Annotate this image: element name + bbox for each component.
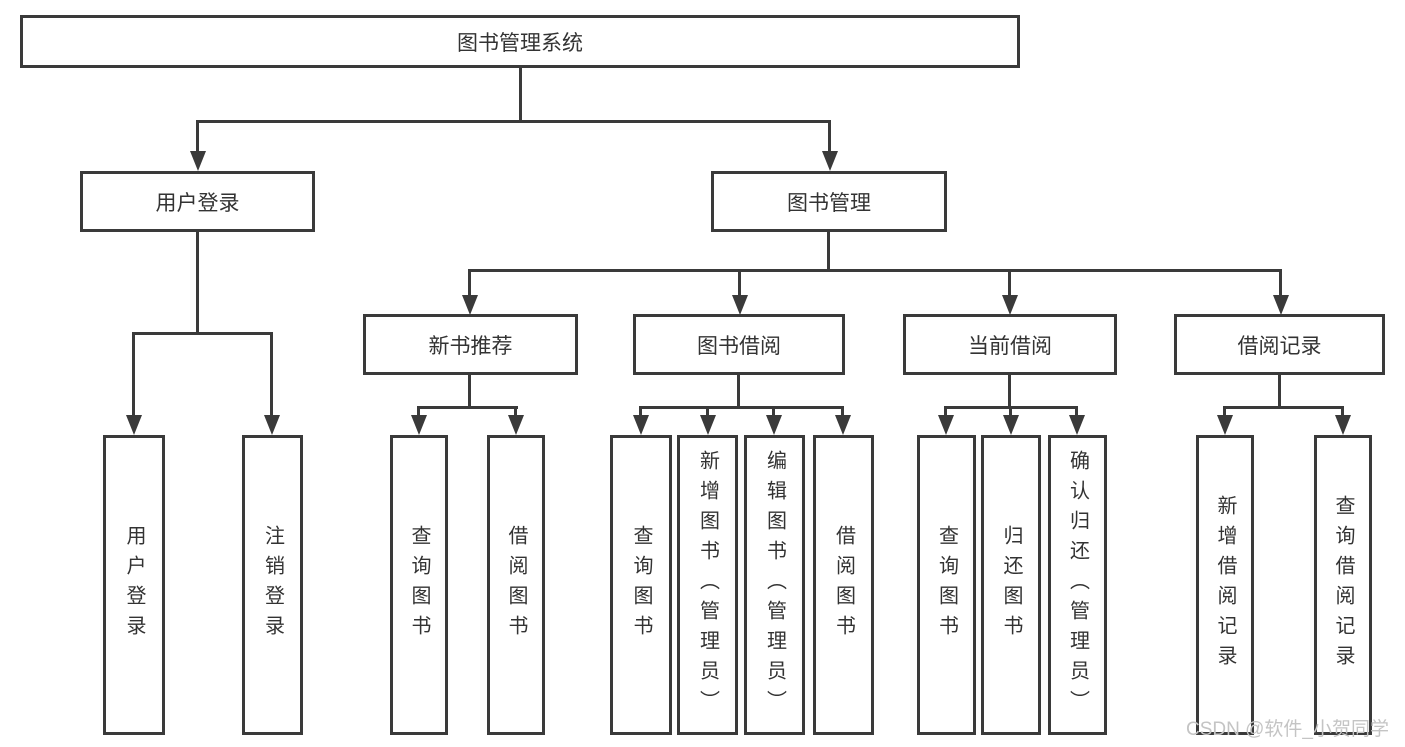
arrow-down-icon bbox=[1335, 415, 1351, 435]
node-current-borrow-label: 当前借阅 bbox=[968, 334, 1052, 358]
connector-line bbox=[639, 406, 642, 418]
node-new-book-recommend: 新书推荐 bbox=[363, 314, 578, 375]
leaf-query-borrow-record: 查询借阅记录 bbox=[1314, 435, 1372, 735]
leaf-query-books-borrow-label: 查询图书 bbox=[630, 525, 652, 645]
arrow-down-icon bbox=[633, 415, 649, 435]
connector-line bbox=[519, 68, 522, 122]
arrow-down-icon bbox=[264, 415, 280, 435]
node-borrow-records-label: 借阅记录 bbox=[1237, 334, 1322, 358]
connector-line bbox=[1075, 406, 1078, 418]
connector-line bbox=[1008, 269, 1011, 298]
leaf-logout: 注销登录 bbox=[242, 435, 303, 735]
connector-line bbox=[132, 332, 135, 417]
leaf-user-login: 用户登录 bbox=[103, 435, 165, 735]
node-new-book-recommend-label: 新书推荐 bbox=[428, 334, 513, 358]
leaf-confirm-return-admin-label: 确认归还（管理员） bbox=[1066, 450, 1089, 720]
leaf-query-books-current-label: 查询图书 bbox=[935, 525, 958, 645]
node-root: 图书管理系统 bbox=[20, 15, 1020, 68]
connector-line bbox=[468, 269, 471, 298]
leaf-return-books-label: 归还图书 bbox=[1000, 525, 1022, 645]
leaf-query-books-current: 查询图书 bbox=[917, 435, 976, 735]
node-root-label: 图书管理系统 bbox=[457, 31, 583, 55]
connector-line bbox=[270, 332, 273, 417]
node-current-borrow: 当前借阅 bbox=[903, 314, 1117, 375]
leaf-edit-book-admin: 编辑图书（管理员） bbox=[744, 435, 805, 735]
connector-line bbox=[827, 232, 830, 272]
leaf-borrow-books-recommend: 借阅图书 bbox=[487, 435, 545, 735]
connector-line bbox=[468, 269, 1282, 272]
leaf-add-borrow-record-label: 新增借阅记录 bbox=[1214, 495, 1236, 675]
connector-line bbox=[1341, 406, 1344, 418]
arrow-down-icon bbox=[822, 151, 838, 171]
connector-line bbox=[772, 406, 775, 418]
node-book-borrow: 图书借阅 bbox=[633, 314, 845, 375]
arrow-down-icon bbox=[835, 415, 851, 435]
connector-line bbox=[1223, 406, 1344, 409]
arrow-down-icon bbox=[938, 415, 954, 435]
connector-line bbox=[468, 375, 471, 409]
leaf-edit-book-admin-label: 编辑图书（管理员） bbox=[763, 450, 786, 720]
leaf-query-borrow-record-label: 查询借阅记录 bbox=[1332, 495, 1354, 675]
leaf-user-login-label: 用户登录 bbox=[123, 525, 145, 645]
leaf-borrow-books: 借阅图书 bbox=[813, 435, 874, 735]
leaf-add-book-admin: 新增图书（管理员） bbox=[677, 435, 738, 735]
connector-line bbox=[514, 406, 517, 418]
csdn-watermark: CSDN @软件_小贺同学 bbox=[1186, 719, 1389, 740]
connector-line bbox=[639, 406, 844, 409]
node-book-borrow-label: 图书借阅 bbox=[697, 334, 781, 358]
connector-line bbox=[132, 332, 273, 335]
arrow-down-icon bbox=[190, 151, 206, 171]
arrow-down-icon bbox=[1069, 415, 1085, 435]
leaf-confirm-return-admin: 确认归还（管理员） bbox=[1048, 435, 1107, 735]
arrow-down-icon bbox=[1273, 295, 1289, 315]
arrow-down-icon bbox=[1003, 415, 1019, 435]
arrow-down-icon bbox=[508, 415, 524, 435]
connector-line bbox=[1279, 269, 1282, 298]
connector-line bbox=[944, 406, 947, 418]
connector-line bbox=[196, 120, 831, 123]
connector-line bbox=[417, 406, 518, 409]
connector-line bbox=[706, 406, 709, 418]
node-borrow-records: 借阅记录 bbox=[1174, 314, 1385, 375]
leaf-logout-label: 注销登录 bbox=[261, 525, 284, 645]
leaf-borrow-books-recommend-label: 借阅图书 bbox=[505, 525, 527, 645]
connector-line bbox=[1008, 375, 1011, 409]
connector-line bbox=[417, 406, 420, 418]
node-book-management: 图书管理 bbox=[711, 171, 947, 232]
arrow-down-icon bbox=[700, 415, 716, 435]
connector-line bbox=[1223, 406, 1226, 418]
leaf-return-books: 归还图书 bbox=[981, 435, 1041, 735]
leaf-query-books-borrow: 查询图书 bbox=[610, 435, 672, 735]
arrow-down-icon bbox=[1002, 295, 1018, 315]
connector-line bbox=[1278, 375, 1281, 409]
node-book-management-label: 图书管理 bbox=[787, 191, 871, 215]
connector-line bbox=[841, 406, 844, 418]
connector-line bbox=[196, 120, 199, 153]
connector-line bbox=[738, 269, 741, 298]
node-user-login-label: 用户登录 bbox=[155, 191, 240, 215]
arrow-down-icon bbox=[126, 415, 142, 435]
connector-line bbox=[196, 232, 199, 335]
leaf-query-books-recommend: 查询图书 bbox=[390, 435, 448, 735]
leaf-query-books-recommend-label: 查询图书 bbox=[408, 525, 430, 645]
arrow-down-icon bbox=[732, 295, 748, 315]
node-user-login: 用户登录 bbox=[80, 171, 315, 232]
connector-line bbox=[1009, 406, 1012, 418]
arrow-down-icon bbox=[411, 415, 427, 435]
leaf-add-book-admin-label: 新增图书（管理员） bbox=[696, 450, 719, 720]
leaf-borrow-books-label: 借阅图书 bbox=[832, 525, 855, 645]
arrow-down-icon bbox=[462, 295, 478, 315]
connector-line bbox=[828, 120, 831, 153]
connector-line bbox=[737, 375, 740, 409]
arrow-down-icon bbox=[766, 415, 782, 435]
arrow-down-icon bbox=[1217, 415, 1233, 435]
leaf-add-borrow-record: 新增借阅记录 bbox=[1196, 435, 1254, 735]
